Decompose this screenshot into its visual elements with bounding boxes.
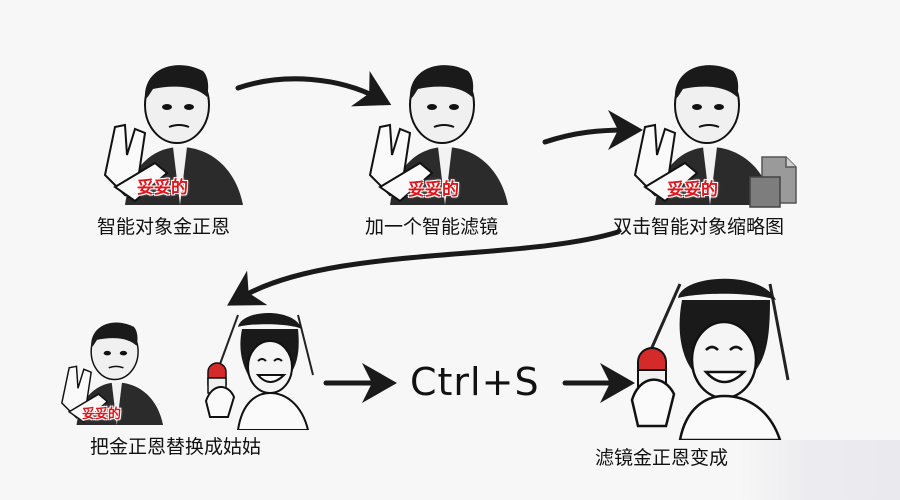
step3-badge: 妥妥的 (667, 180, 718, 200)
step1-badge: 妥妥的 (137, 178, 188, 198)
step2-badge: 妥妥的 (408, 180, 459, 200)
step4-woman-meme (198, 305, 318, 430)
step1-meme: 妥妥的 (95, 55, 245, 205)
step4-man-meme: 妥妥的 (52, 315, 167, 425)
step3-meme: 妥妥的 (625, 55, 775, 205)
curved-arrow-icon (227, 229, 621, 306)
man-clapping-illustration (61, 322, 164, 425)
step2-caption: 加一个智能滤镜 (365, 216, 499, 238)
step4-caption: 把金正恩替换成姑姑 (90, 436, 262, 458)
step2-meme: 妥妥的 (360, 55, 510, 205)
shortcut-text: Ctrl+S (410, 360, 540, 404)
man-clapping-illustration (103, 65, 243, 205)
man-clapping-illustration (633, 65, 773, 205)
step4-badge: 妥妥的 (82, 407, 122, 422)
woman-pill-illustration (630, 278, 790, 440)
corner-fade (740, 440, 900, 500)
man-clapping-illustration (368, 65, 508, 205)
step5-meme (620, 270, 795, 440)
step1-caption: 智能对象金正恩 (97, 216, 231, 238)
woman-pill-illustration (204, 313, 314, 430)
arrow-2-icon (542, 110, 643, 151)
step5-caption: 滤镜金正恩变成 (595, 447, 729, 469)
step3-caption: 双击智能对象缩略图 (613, 216, 785, 238)
file-thumbnail-icon (749, 156, 797, 208)
arrow-1-icon (235, 70, 392, 107)
